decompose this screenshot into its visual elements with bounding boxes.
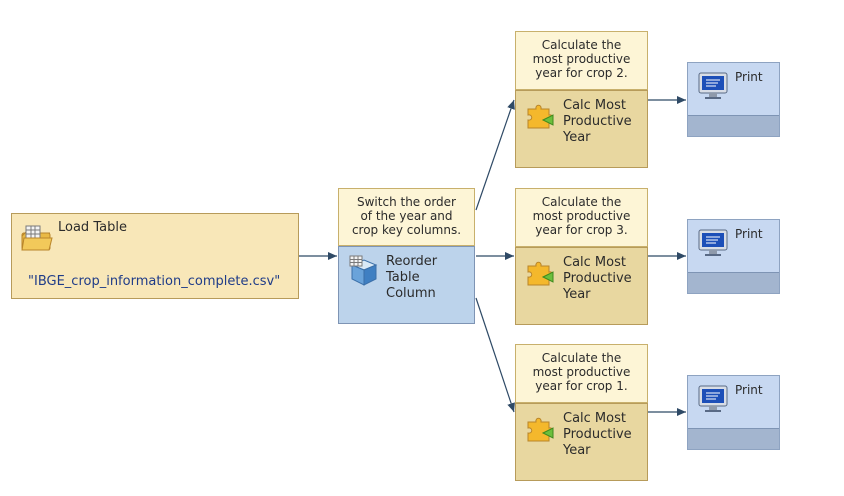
comment-line: year for crop 2. <box>535 66 628 80</box>
calc-label-line: Calc Most <box>563 411 626 426</box>
calc-label-line: Productive <box>563 114 632 129</box>
print-node-footer <box>688 115 779 136</box>
calc-label-line: Year <box>563 287 591 302</box>
monitor-icon <box>697 71 729 105</box>
monitor-icon <box>697 384 729 418</box>
print-label: Print <box>735 70 763 84</box>
comment-line: year for crop 1. <box>535 379 628 393</box>
load-table-title: Load Table <box>58 220 127 235</box>
comment-line: Calculate the <box>541 195 622 209</box>
calc-label-line: Year <box>563 443 591 458</box>
comment-line: of the year and <box>360 209 453 223</box>
puzzle-piece-icon <box>525 413 557 449</box>
reorder-label-line: Column <box>386 286 436 301</box>
comment-line: Calculate the <box>541 38 622 52</box>
print-node-footer <box>688 428 779 449</box>
calc-most-productive-year-node[interactable]: Calc Most Productive Year <box>515 90 648 168</box>
load-table-filename: "IBGE_crop_information_complete.csv" <box>28 274 281 289</box>
reorder-label-line: Table <box>386 270 420 285</box>
table-cube-icon <box>348 255 380 291</box>
print-label: Print <box>735 227 763 241</box>
print-label: Print <box>735 383 763 397</box>
calc-label-line: Year <box>563 130 591 145</box>
print-node[interactable]: Print <box>687 375 780 450</box>
calc-comment-crop-3: Calculate the most productive year for c… <box>515 188 648 247</box>
calc-label-line: Calc Most <box>563 255 626 270</box>
calc-most-productive-year-node[interactable]: Calc Most Productive Year <box>515 247 648 325</box>
comment-line: most productive <box>532 209 631 223</box>
calc-label-line: Calc Most <box>563 98 626 113</box>
wire-reorder-to-calc-1 <box>475 297 515 413</box>
calc-comment-crop-1: Calculate the most productive year for c… <box>515 344 648 403</box>
comment-line: Switch the order <box>357 195 456 209</box>
wire-reorder-to-calc-2 <box>475 99 515 211</box>
puzzle-piece-icon <box>525 257 557 293</box>
comment-line: Calculate the <box>541 351 622 365</box>
print-node[interactable]: Print <box>687 62 780 137</box>
comment-line: most productive <box>532 52 631 66</box>
calc-most-productive-year-node[interactable]: Calc Most Productive Year <box>515 403 648 481</box>
calc-comment-crop-2: Calculate the most productive year for c… <box>515 31 648 90</box>
calc-label-line: Productive <box>563 271 632 286</box>
folder-table-icon <box>20 224 54 256</box>
comment-line: year for crop 3. <box>535 223 628 237</box>
reorder-label-line: Reorder <box>386 254 438 269</box>
comment-line: crop key columns. <box>351 223 462 237</box>
reorder-comment: Switch the order of the year and crop ke… <box>338 188 475 246</box>
print-node[interactable]: Print <box>687 219 780 294</box>
reorder-table-column-node[interactable]: Reorder Table Column <box>338 246 475 324</box>
monitor-icon <box>697 228 729 262</box>
load-table-node[interactable]: Load Table "IBGE_crop_information_comple… <box>11 213 299 299</box>
print-node-footer <box>688 272 779 293</box>
puzzle-piece-icon <box>525 100 557 136</box>
calc-label-line: Productive <box>563 427 632 442</box>
comment-line: most productive <box>532 365 631 379</box>
